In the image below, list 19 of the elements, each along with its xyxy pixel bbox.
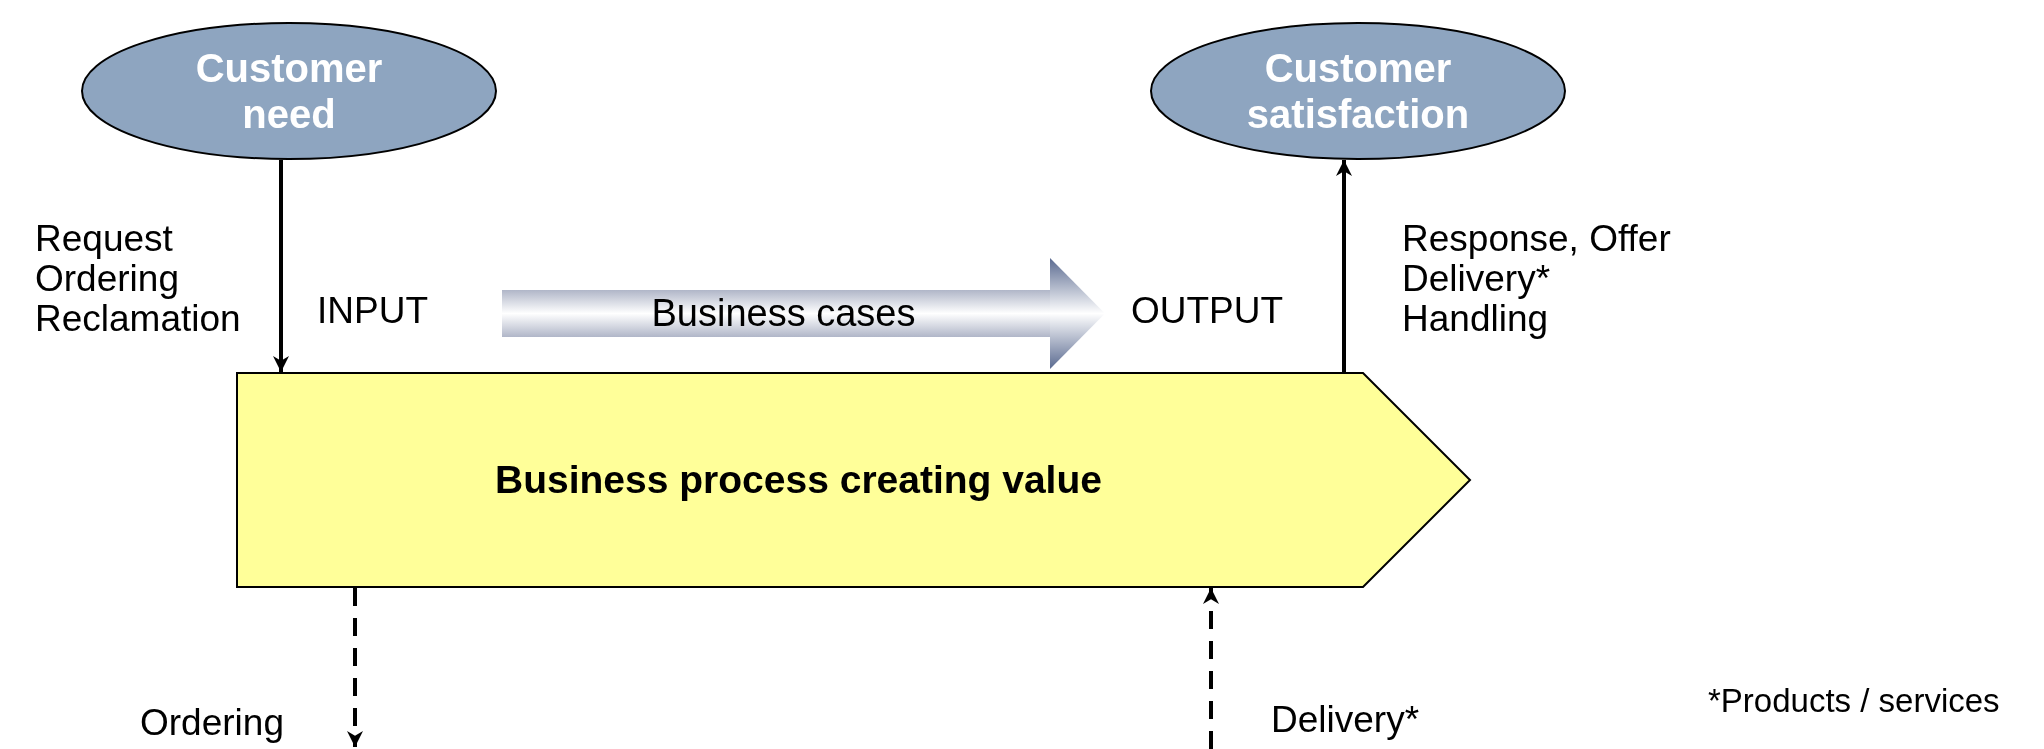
arrow bbox=[1203, 588, 1219, 749]
text-label: Delivery* bbox=[1402, 259, 1551, 299]
text-label: OUTPUT bbox=[1131, 291, 1284, 331]
text-label: Ordering bbox=[35, 259, 179, 299]
node-label: Business process creating value bbox=[495, 457, 1102, 503]
footnote: *Products / services bbox=[1708, 681, 2000, 721]
arrow bbox=[273, 160, 289, 372]
text-label: Handling bbox=[1402, 299, 1549, 339]
edge-label: Delivery* bbox=[1271, 700, 1420, 740]
node-label: Business cases bbox=[651, 291, 916, 336]
node-label: Customer satisfaction bbox=[1245, 45, 1471, 137]
node-label: Customer need bbox=[194, 45, 384, 137]
text-label: INPUT bbox=[317, 291, 428, 331]
edge-label: Ordering bbox=[140, 703, 284, 743]
text-label: Reclamation bbox=[35, 299, 241, 339]
text-label: Request bbox=[35, 219, 173, 259]
arrow bbox=[1336, 160, 1352, 372]
text-label: Response, Offer bbox=[1402, 219, 1671, 259]
arrow bbox=[347, 588, 363, 747]
